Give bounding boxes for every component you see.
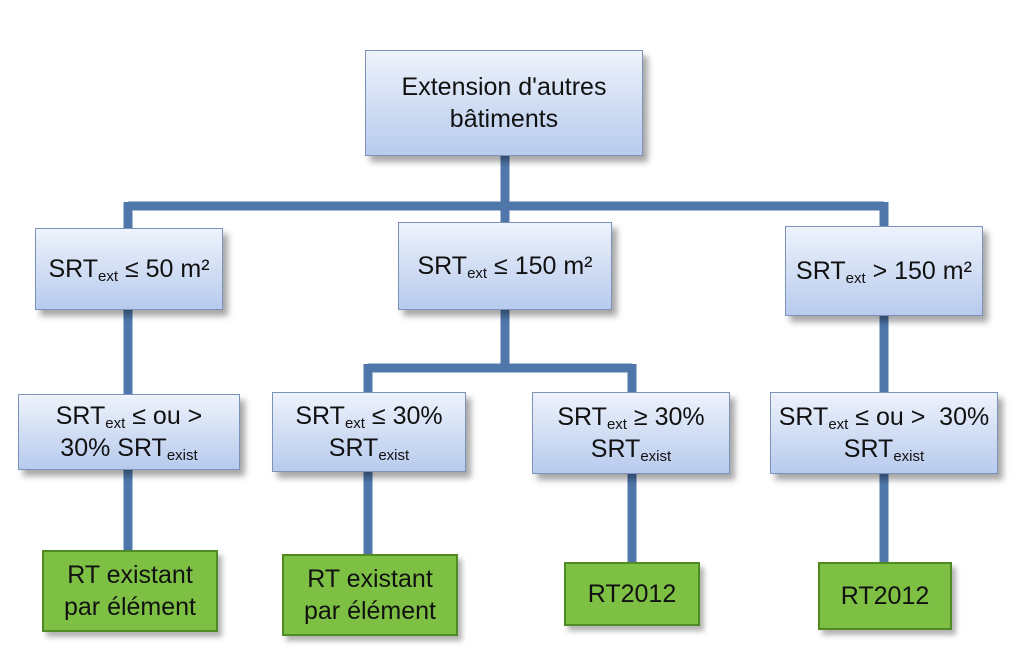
condition-post: ≤ 150 m² (487, 252, 593, 280)
ratio-line2: SRTexist (779, 433, 989, 465)
result-rt2012-1: RT2012 (564, 562, 700, 626)
condition-post: > 150 m² (865, 257, 972, 285)
condition-pre: SRT (796, 257, 846, 285)
ratio-post: ≤ ou > (125, 402, 203, 430)
condition-srt-ext-gt-150: SRText > 150 m² (785, 226, 983, 316)
condition-ratio-le-30: SRText ≤ 30% SRTexist (272, 392, 466, 472)
ratio-pre: SRT (328, 434, 379, 462)
condition-pre: SRT (417, 252, 468, 280)
ratio-line1: SRText ≤ ou > 30% (779, 401, 989, 433)
ratio-pre: SRT (557, 403, 607, 431)
ratio-line1: SRText ≤ 30% (295, 400, 442, 432)
result-line1: RT2012 (587, 580, 677, 608)
ratio-line1: SRText ≤ ou > (56, 400, 203, 432)
root-node: Extension d'autres bâtiments (365, 50, 643, 156)
ratio-line2: SRTexist (295, 432, 442, 464)
ratio-pre: SRT (295, 402, 345, 430)
ratio-pre: SRT (590, 435, 641, 463)
result-line1: RT existant (67, 561, 193, 589)
ratio-sub: ext (606, 416, 627, 433)
result-line1: RT2012 (840, 582, 930, 610)
condition-ratio-ge-30: SRText ≥ 30% SRTexist (532, 392, 730, 474)
ratio-line1: SRText ≥ 30% (557, 401, 704, 433)
ratio-sub: exist (378, 447, 410, 464)
condition-ratio-either: SRText ≤ ou > 30% SRTexist (18, 394, 240, 470)
ratio-pre: SRT (778, 403, 829, 431)
ratio-sub: ext (105, 415, 126, 432)
ratio-pre: SRT (843, 435, 894, 463)
condition-srt-ext-le-50: SRText ≤ 50 m² (35, 228, 223, 310)
result-rt-existant-2: RT existant par élément (282, 554, 458, 636)
ratio-line2: SRTexist (557, 433, 704, 465)
condition-ratio-either-30: SRText ≤ ou > 30% SRTexist (770, 392, 998, 474)
condition-post: ≤ 50 m² (118, 255, 210, 283)
condition-sub: ext (467, 265, 488, 282)
ratio-sub: ext (828, 416, 849, 433)
condition-srt-ext-le-150: SRText ≤ 150 m² (398, 222, 612, 310)
root-line2: bâtiments (449, 105, 559, 133)
result-rt2012-2: RT2012 (818, 562, 952, 630)
result-line2: par élément (303, 597, 437, 625)
ratio-pre: 30% SRT (60, 434, 167, 462)
ratio-sub: exist (893, 448, 925, 465)
ratio-post: ≥ 30% (626, 403, 705, 431)
ratio-sub: exist (166, 447, 198, 464)
result-line2: par élément (63, 593, 197, 621)
result-line1: RT existant (307, 565, 433, 593)
condition-pre: SRT (48, 255, 98, 283)
ratio-line2: 30% SRTexist (56, 432, 203, 464)
condition-sub: ext (98, 268, 119, 285)
root-line1: Extension d'autres (401, 73, 607, 101)
ratio-post: ≤ ou > 30% (848, 403, 990, 431)
ratio-sub: exist (640, 448, 672, 465)
ratio-pre: SRT (55, 402, 106, 430)
ratio-post: ≤ 30% (364, 402, 443, 430)
condition-sub: ext (845, 270, 866, 287)
result-rt-existant-1: RT existant par élément (42, 550, 218, 632)
ratio-sub: ext (344, 415, 365, 432)
